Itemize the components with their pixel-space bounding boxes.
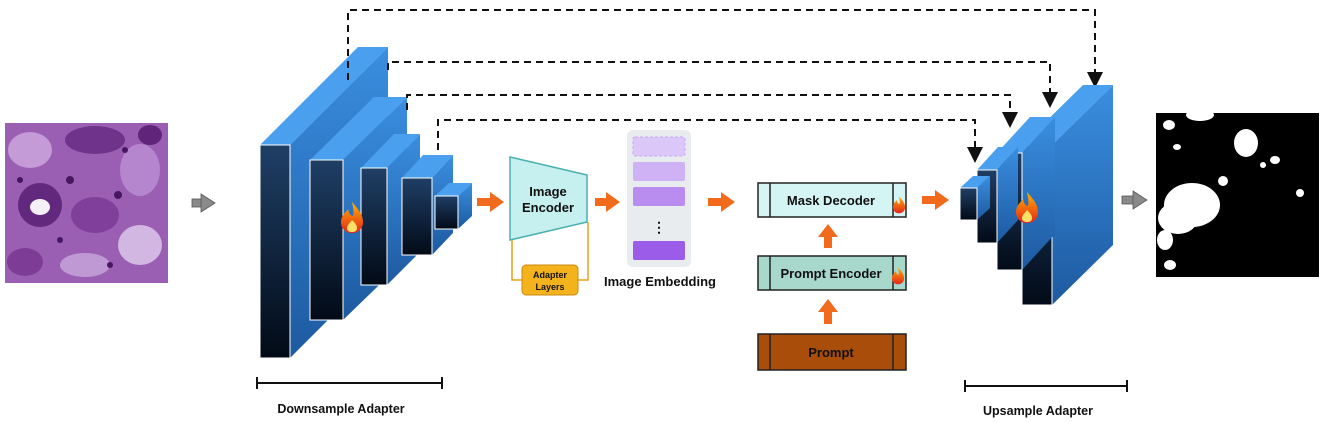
embedding-ellipsis: ⋮ — [652, 219, 666, 235]
image-encoder-label-line2: Encoder — [522, 200, 574, 215]
downsample-block-5 — [434, 183, 472, 230]
output-segmentation-mask — [1156, 109, 1319, 277]
downsample-adapter-label: Downsample Adapter — [277, 402, 404, 416]
prompt-encoder: Prompt Encoder — [757, 255, 907, 291]
upsample-adapter-blocks — [959, 85, 1113, 306]
skip-connection-4 — [437, 119, 983, 163]
image-encoder: Image Encoder — [509, 156, 588, 241]
prompt-encoder-label: Prompt Encoder — [780, 266, 881, 281]
upsample-block-2 — [959, 176, 990, 221]
downsample-bracket — [256, 377, 443, 389]
orange-arrow-icon — [708, 192, 735, 212]
adapter-layers-label-line1: Adapter — [533, 270, 568, 280]
orange-arrow-icon — [818, 299, 838, 324]
skip-connection-3 — [406, 94, 1018, 128]
fire-icon — [1016, 192, 1038, 223]
input-tissue-image — [5, 123, 168, 283]
upsample-bracket — [964, 380, 1128, 392]
skip-connection-2 — [387, 61, 1058, 108]
gray-arrow-icon — [191, 193, 216, 213]
skip-connections — [347, 9, 1103, 163]
orange-arrow-icon — [818, 224, 838, 248]
fire-icon — [891, 267, 905, 285]
adapter-layers-label-line2: Layers — [535, 282, 564, 292]
prompt-box: Prompt — [757, 333, 907, 371]
image-embedding-label: Image Embedding — [604, 274, 716, 289]
downsample-adapter-blocks — [259, 47, 472, 359]
skip-connection-1 — [347, 9, 1103, 88]
image-embedding: ⋮ Image Embedding — [604, 130, 716, 289]
fire-icon — [892, 196, 906, 214]
image-encoder-label-line1: Image — [529, 184, 567, 199]
mask-decoder: Mask Decoder — [757, 182, 907, 218]
prompt-label: Prompt — [808, 345, 854, 360]
fire-icon — [341, 202, 363, 233]
orange-arrow-icon — [595, 192, 620, 212]
orange-arrow-icon — [922, 190, 949, 210]
mask-decoder-label: Mask Decoder — [787, 193, 875, 208]
adapter-layers: Adapter Layers — [511, 222, 589, 296]
upsample-adapter-label: Upsample Adapter — [983, 404, 1093, 418]
gray-arrow-icon — [1121, 190, 1148, 210]
orange-arrow-icon — [477, 192, 504, 212]
